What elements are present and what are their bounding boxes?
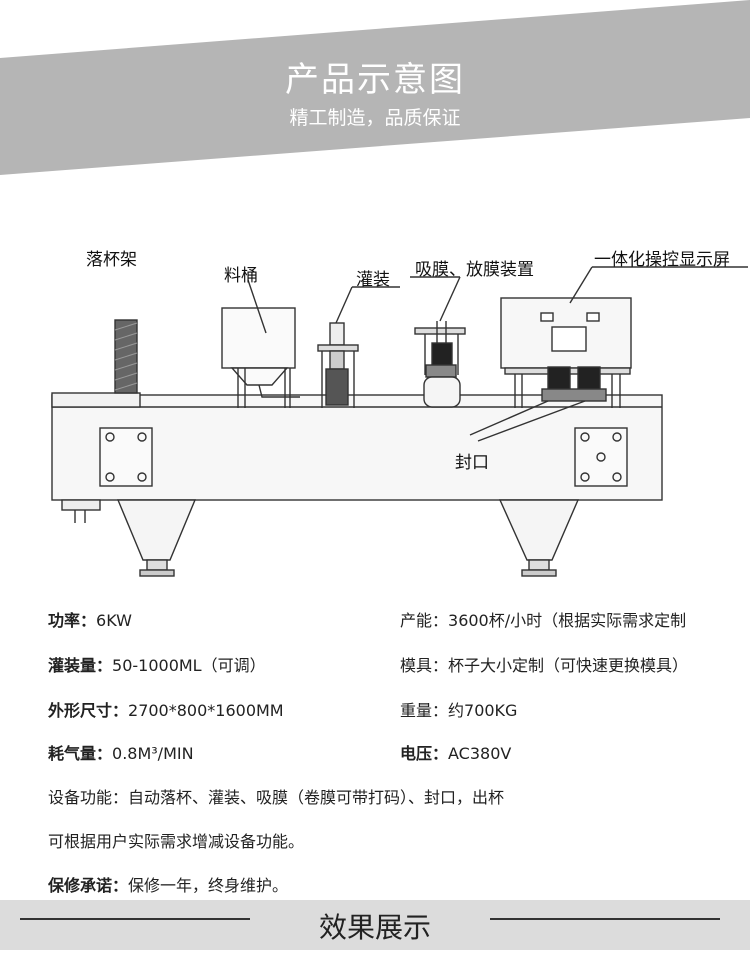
spec-voltage-value: AC380V — [448, 744, 512, 763]
page-title: 产品示意图 — [285, 60, 465, 100]
spec-function: 设备功能：自动落杯、灌装、吸膜（卷膜可带打码）、封口，出杯 — [48, 788, 505, 807]
spec-air-value: 0.8M³/MIN — [112, 744, 194, 763]
spec-capacity-value: 3600杯/小时（根据实际需求定制 — [448, 611, 687, 630]
spec-mold: 模具：杯子大小定制（可快速更换模具） — [400, 652, 688, 676]
machine-diagram: 落杯架 料桶 灌装 吸膜、放膜装置 一体化操控显示屏 封口 — [0, 225, 750, 595]
spec-fill: 灌装量：50-1000ML（可调） — [48, 652, 266, 676]
label-cup-rack: 落杯架 — [86, 250, 137, 270]
spec-air-label: 耗气量： — [48, 744, 113, 763]
label-hopper: 料桶 — [224, 266, 258, 286]
spec-fill-value: 50-1000ML（可调） — [112, 656, 266, 675]
footer-title: 效果展示 — [318, 911, 431, 944]
spec-weight-label: 重量： — [400, 701, 449, 720]
spec-power: 功率：6KW — [48, 607, 132, 631]
spec-custom: 可根据用户实际需求增减设备功能。 — [48, 832, 305, 851]
machine-drawing — [51, 266, 748, 577]
spec-warranty: 保修承诺：保修一年，终身维护。 — [48, 872, 288, 896]
page-subtitle: 精工制造，品质保证 — [289, 107, 461, 129]
spec-weight-value: 约700KG — [448, 701, 518, 720]
spec-power-label: 功率： — [48, 611, 97, 630]
label-control-panel: 一体化操控显示屏 — [594, 250, 730, 270]
footer-divider-right — [490, 918, 720, 920]
spec-capacity: 产能：3600杯/小时（根据实际需求定制 — [400, 607, 686, 631]
spec-fill-label: 灌装量： — [48, 656, 113, 675]
label-filling: 灌装 — [356, 270, 390, 290]
spec-size-value: 2700*800*1600MM — [128, 701, 284, 720]
spec-power-value: 6KW — [96, 611, 132, 630]
spec-air: 耗气量：0.8M³/MIN — [48, 740, 194, 764]
spec-warranty-label: 保修承诺： — [48, 876, 129, 895]
spec-voltage: 电压：AC380V — [400, 740, 511, 764]
spec-weight: 重量：约700KG — [400, 697, 517, 721]
label-film-device: 吸膜、放膜装置 — [415, 260, 534, 280]
spec-size-label: 外形尺寸： — [48, 701, 129, 720]
footer-divider-left — [20, 918, 250, 920]
spec-mold-value: 杯子大小定制（可快速更换模具） — [448, 656, 689, 675]
label-sealing: 封口 — [455, 453, 489, 473]
spec-capacity-label: 产能： — [400, 611, 449, 630]
spec-size: 外形尺寸：2700*800*1600MM — [48, 697, 284, 721]
banner-background — [0, 0, 750, 175]
footer-banner: 效果展示 — [0, 900, 750, 950]
spec-mold-label: 模具： — [400, 656, 449, 675]
spec-warranty-value: 保修一年，终身维护。 — [128, 876, 289, 895]
header-banner: 产品示意图 精工制造，品质保证 — [0, 0, 750, 175]
spec-voltage-label: 电压： — [400, 744, 449, 763]
